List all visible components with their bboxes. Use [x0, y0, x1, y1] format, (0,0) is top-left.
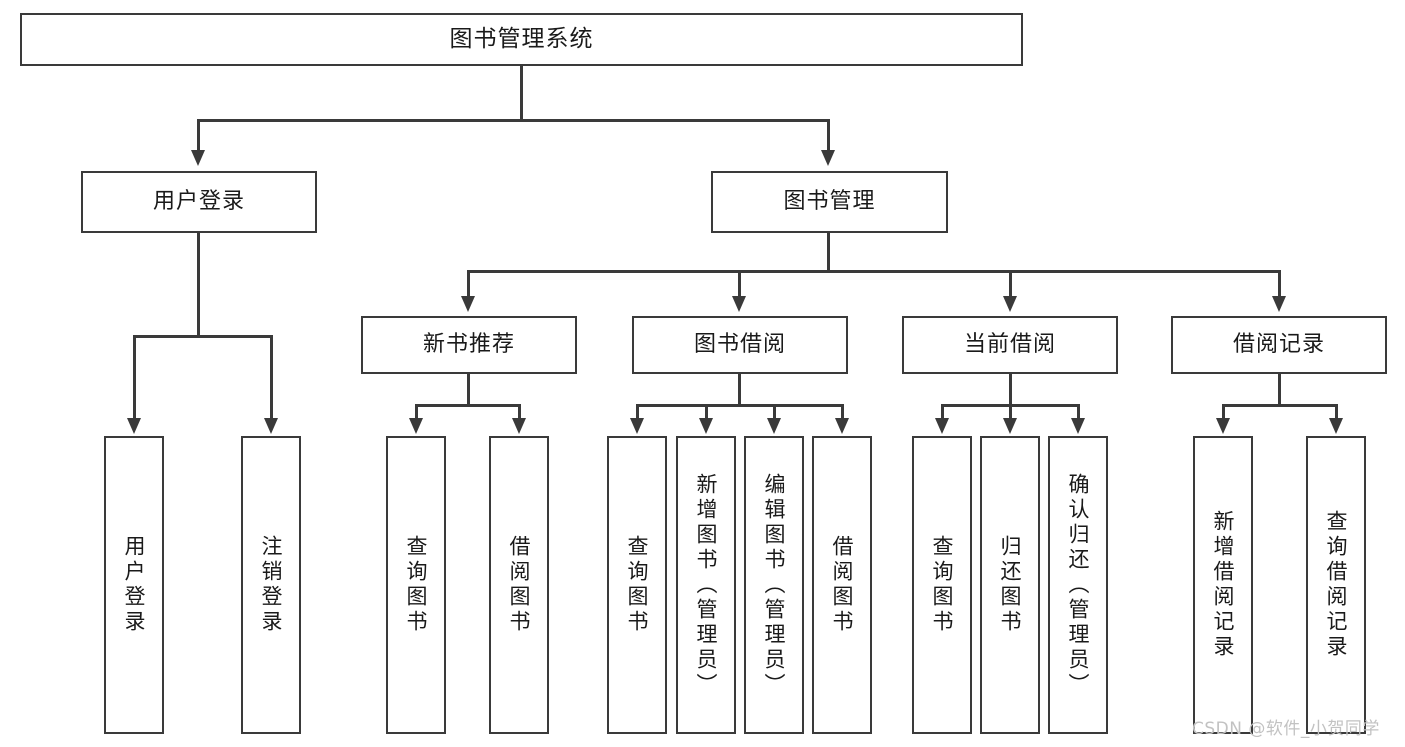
leaf-current-borrow-query[interactable]: 查询图书: [912, 436, 972, 734]
leaf-new-book-query[interactable]: 查询图书: [386, 436, 446, 734]
node-label: 新增图书（管理员）: [694, 472, 719, 698]
leaf-user-login-logout[interactable]: 注销登录: [241, 436, 301, 734]
connector-current-borrow-stem: [1009, 374, 1012, 406]
leaf-book-borrow-add[interactable]: 新增图书（管理员）: [676, 436, 736, 734]
node-label: 借阅图书: [507, 535, 532, 635]
node-label: 查询借阅记录: [1324, 510, 1349, 660]
connector-drop-leaf-book-borrow-1: [636, 404, 639, 420]
node-root-book-management-system[interactable]: 图书管理系统: [20, 13, 1023, 66]
arrow-user-login: [191, 150, 205, 166]
node-label: 新增借阅记录: [1211, 510, 1236, 660]
node-label: 用户登录: [152, 188, 245, 214]
leaf-current-borrow-return[interactable]: 归还图书: [980, 436, 1040, 734]
leaf-user-login-login[interactable]: 用户登录: [104, 436, 164, 734]
connector-level2-bus: [467, 270, 1280, 273]
node-borrow-record[interactable]: 借阅记录: [1171, 316, 1387, 374]
leaf-borrow-record-query[interactable]: 查询借阅记录: [1306, 436, 1366, 734]
node-label: 用户登录: [122, 535, 147, 635]
arrow-leaf-book-borrow-3: [767, 418, 781, 434]
connector-drop-book-borrow: [738, 270, 741, 298]
connector-drop-leaf-book-borrow-4: [841, 404, 844, 420]
arrow-leaf-book-borrow-2: [699, 418, 713, 434]
arrow-leaf-current-borrow-3: [1071, 418, 1085, 434]
node-label: 借阅记录: [1232, 331, 1325, 357]
arrow-new-book: [461, 296, 475, 312]
arrow-leaf-current-borrow-1: [935, 418, 949, 434]
connector-new-book-leaf-bus: [415, 404, 520, 407]
connector-drop-leaf-book-borrow-3: [773, 404, 776, 420]
connector-book-management-stem: [827, 233, 830, 272]
connector-user-login-leaf-bus: [133, 335, 272, 338]
node-label: 当前借阅: [963, 331, 1056, 357]
arrow-leaf-user-login-2: [264, 418, 278, 434]
connector-new-book-stem: [467, 374, 470, 406]
node-label: 归还图书: [998, 535, 1023, 635]
node-label: 图书管理系统: [449, 25, 594, 52]
connector-drop-leaf-current-borrow-3: [1077, 404, 1080, 420]
node-label: 确认归还（管理员）: [1066, 472, 1091, 698]
connector-book-borrow-stem: [738, 374, 741, 406]
connector-user-login-stem: [197, 233, 200, 337]
connector-borrow-record-stem: [1278, 374, 1281, 406]
connector-drop-new-book: [467, 270, 470, 298]
leaf-book-borrow-borrow[interactable]: 借阅图书: [812, 436, 872, 734]
node-label: 借阅图书: [830, 535, 855, 635]
leaf-book-borrow-edit[interactable]: 编辑图书（管理员）: [744, 436, 804, 734]
node-label: 查询图书: [930, 535, 955, 635]
node-label: 查询图书: [404, 535, 429, 635]
connector-root-stem: [520, 66, 523, 121]
connector-drop-borrow-record: [1278, 270, 1281, 298]
csdn-watermark: CSDN @软件_小贺同学: [1192, 719, 1380, 739]
node-user-login[interactable]: 用户登录: [81, 171, 317, 233]
node-label: 图书管理: [783, 188, 876, 214]
connector-drop-leaf-book-borrow-2: [705, 404, 708, 420]
arrow-book-borrow: [732, 296, 746, 312]
arrow-leaf-current-borrow-2: [1003, 418, 1017, 434]
arrow-leaf-borrow-record-1: [1216, 418, 1230, 434]
leaf-current-borrow-confirm[interactable]: 确认归还（管理员）: [1048, 436, 1108, 734]
connector-drop-leaf-borrow-record-2: [1335, 404, 1338, 420]
leaf-book-borrow-query[interactable]: 查询图书: [607, 436, 667, 734]
leaf-new-book-borrow[interactable]: 借阅图书: [489, 436, 549, 734]
node-book-borrow[interactable]: 图书借阅: [632, 316, 848, 374]
connector-drop-book-management: [827, 119, 830, 152]
arrow-leaf-new-book-1: [409, 418, 423, 434]
connector-drop-leaf-user-login-1: [133, 335, 136, 420]
arrow-current-borrow: [1003, 296, 1017, 312]
node-current-borrow[interactable]: 当前借阅: [902, 316, 1118, 374]
connector-book-borrow-leaf-bus: [636, 404, 843, 407]
arrow-borrow-record: [1272, 296, 1286, 312]
connector-borrow-record-leaf-bus: [1222, 404, 1337, 407]
arrow-leaf-borrow-record-2: [1329, 418, 1343, 434]
connector-drop-leaf-new-book-2: [518, 404, 521, 420]
node-new-book-recommend[interactable]: 新书推荐: [361, 316, 577, 374]
node-label: 新书推荐: [422, 331, 515, 357]
connector-drop-current-borrow: [1009, 270, 1012, 298]
node-label: 编辑图书（管理员）: [762, 472, 787, 698]
connector-drop-leaf-current-borrow-2: [1009, 404, 1012, 420]
connector-drop-leaf-current-borrow-1: [941, 404, 944, 420]
connector-drop-leaf-new-book-1: [415, 404, 418, 420]
node-book-management[interactable]: 图书管理: [711, 171, 948, 233]
arrow-leaf-book-borrow-4: [835, 418, 849, 434]
node-label: 查询图书: [625, 535, 650, 635]
arrow-leaf-new-book-2: [512, 418, 526, 434]
connector-drop-leaf-user-login-2: [270, 335, 273, 420]
node-label: 注销登录: [259, 535, 284, 635]
node-label: 图书借阅: [693, 331, 786, 357]
arrow-book-management: [821, 150, 835, 166]
connector-drop-user-login: [197, 119, 200, 152]
connector-level1-bus: [197, 119, 830, 122]
connector-drop-leaf-borrow-record-1: [1222, 404, 1225, 420]
arrow-leaf-user-login-1: [127, 418, 141, 434]
leaf-borrow-record-add[interactable]: 新增借阅记录: [1193, 436, 1253, 734]
arrow-leaf-book-borrow-1: [630, 418, 644, 434]
